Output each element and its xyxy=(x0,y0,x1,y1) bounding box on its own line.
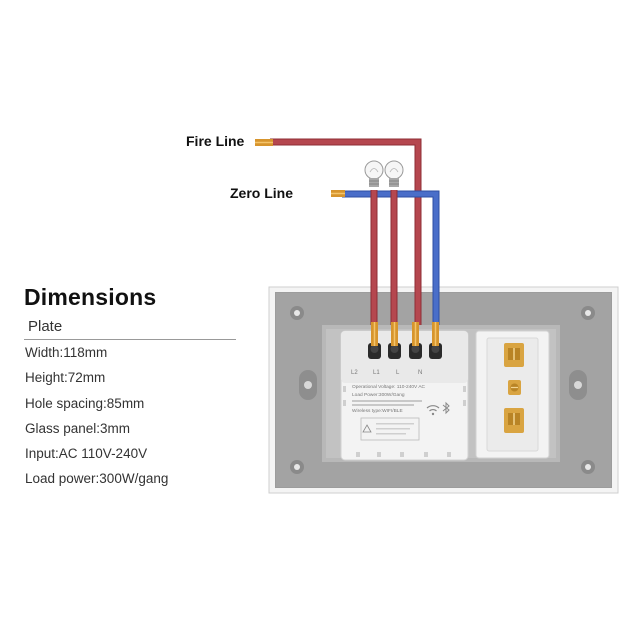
copper-wire-end xyxy=(412,322,419,346)
terminal-screw xyxy=(368,343,381,359)
copper-wire-end xyxy=(391,322,398,346)
light-bulb-icon xyxy=(364,160,384,187)
screw-hole xyxy=(290,306,304,320)
socket-terminal-brass xyxy=(504,343,524,367)
spec-input: Input:AC 110V-240V xyxy=(25,446,148,461)
screw-hole xyxy=(581,306,595,320)
terminal-screw xyxy=(388,343,401,359)
terminal-label: L2 xyxy=(351,370,358,376)
fire-line-label: Fire Line xyxy=(186,133,245,149)
screw-hole xyxy=(581,460,595,474)
copper-wire-end xyxy=(432,322,439,346)
spec-load-power: Load power:300W/gang xyxy=(25,471,169,486)
copper-wire-end xyxy=(255,139,273,146)
spec-glass-panel: Glass panel:3mm xyxy=(25,421,131,436)
mounting-slot xyxy=(569,370,587,400)
fire-wire xyxy=(270,138,422,325)
wifi-icon xyxy=(426,405,440,416)
socket-module xyxy=(475,330,550,459)
spec-width: Width:118mm xyxy=(25,345,108,360)
light-bulb-icon xyxy=(384,160,404,187)
spec-hole-spacing: Hole spacing:85mm xyxy=(25,396,145,411)
terminal-screw xyxy=(409,343,422,359)
divider xyxy=(24,339,236,340)
terminal-screw xyxy=(429,343,442,359)
terminal-label: L1 xyxy=(373,370,380,376)
zero-line-label: Zero Line xyxy=(230,185,294,201)
module-spec-line: Wireless type:WIFI/BLE xyxy=(352,408,403,414)
bluetooth-icon xyxy=(442,401,450,415)
terminal-label: N xyxy=(418,370,422,376)
warning-box xyxy=(360,417,420,441)
module-spec-line: Load Power:300W/Gang xyxy=(352,392,405,398)
terminal-label: L xyxy=(396,370,400,376)
switch-module: L2 L1 L N Operational Voltage: 110-240V … xyxy=(340,330,469,461)
socket-terminal-brass xyxy=(508,380,521,395)
spec-height: Height:72mm xyxy=(25,370,106,385)
screw-hole xyxy=(290,460,304,474)
copper-wire-end xyxy=(371,322,378,346)
copper-wire-end xyxy=(331,190,345,197)
socket-terminal-brass xyxy=(504,408,524,433)
module-spec-line: Operational Voltage: 110-240V AC xyxy=(352,384,426,390)
mounting-slot xyxy=(299,370,317,400)
dimensions-title: Dimensions xyxy=(24,284,157,310)
plate-subtitle: Plate xyxy=(28,318,63,335)
